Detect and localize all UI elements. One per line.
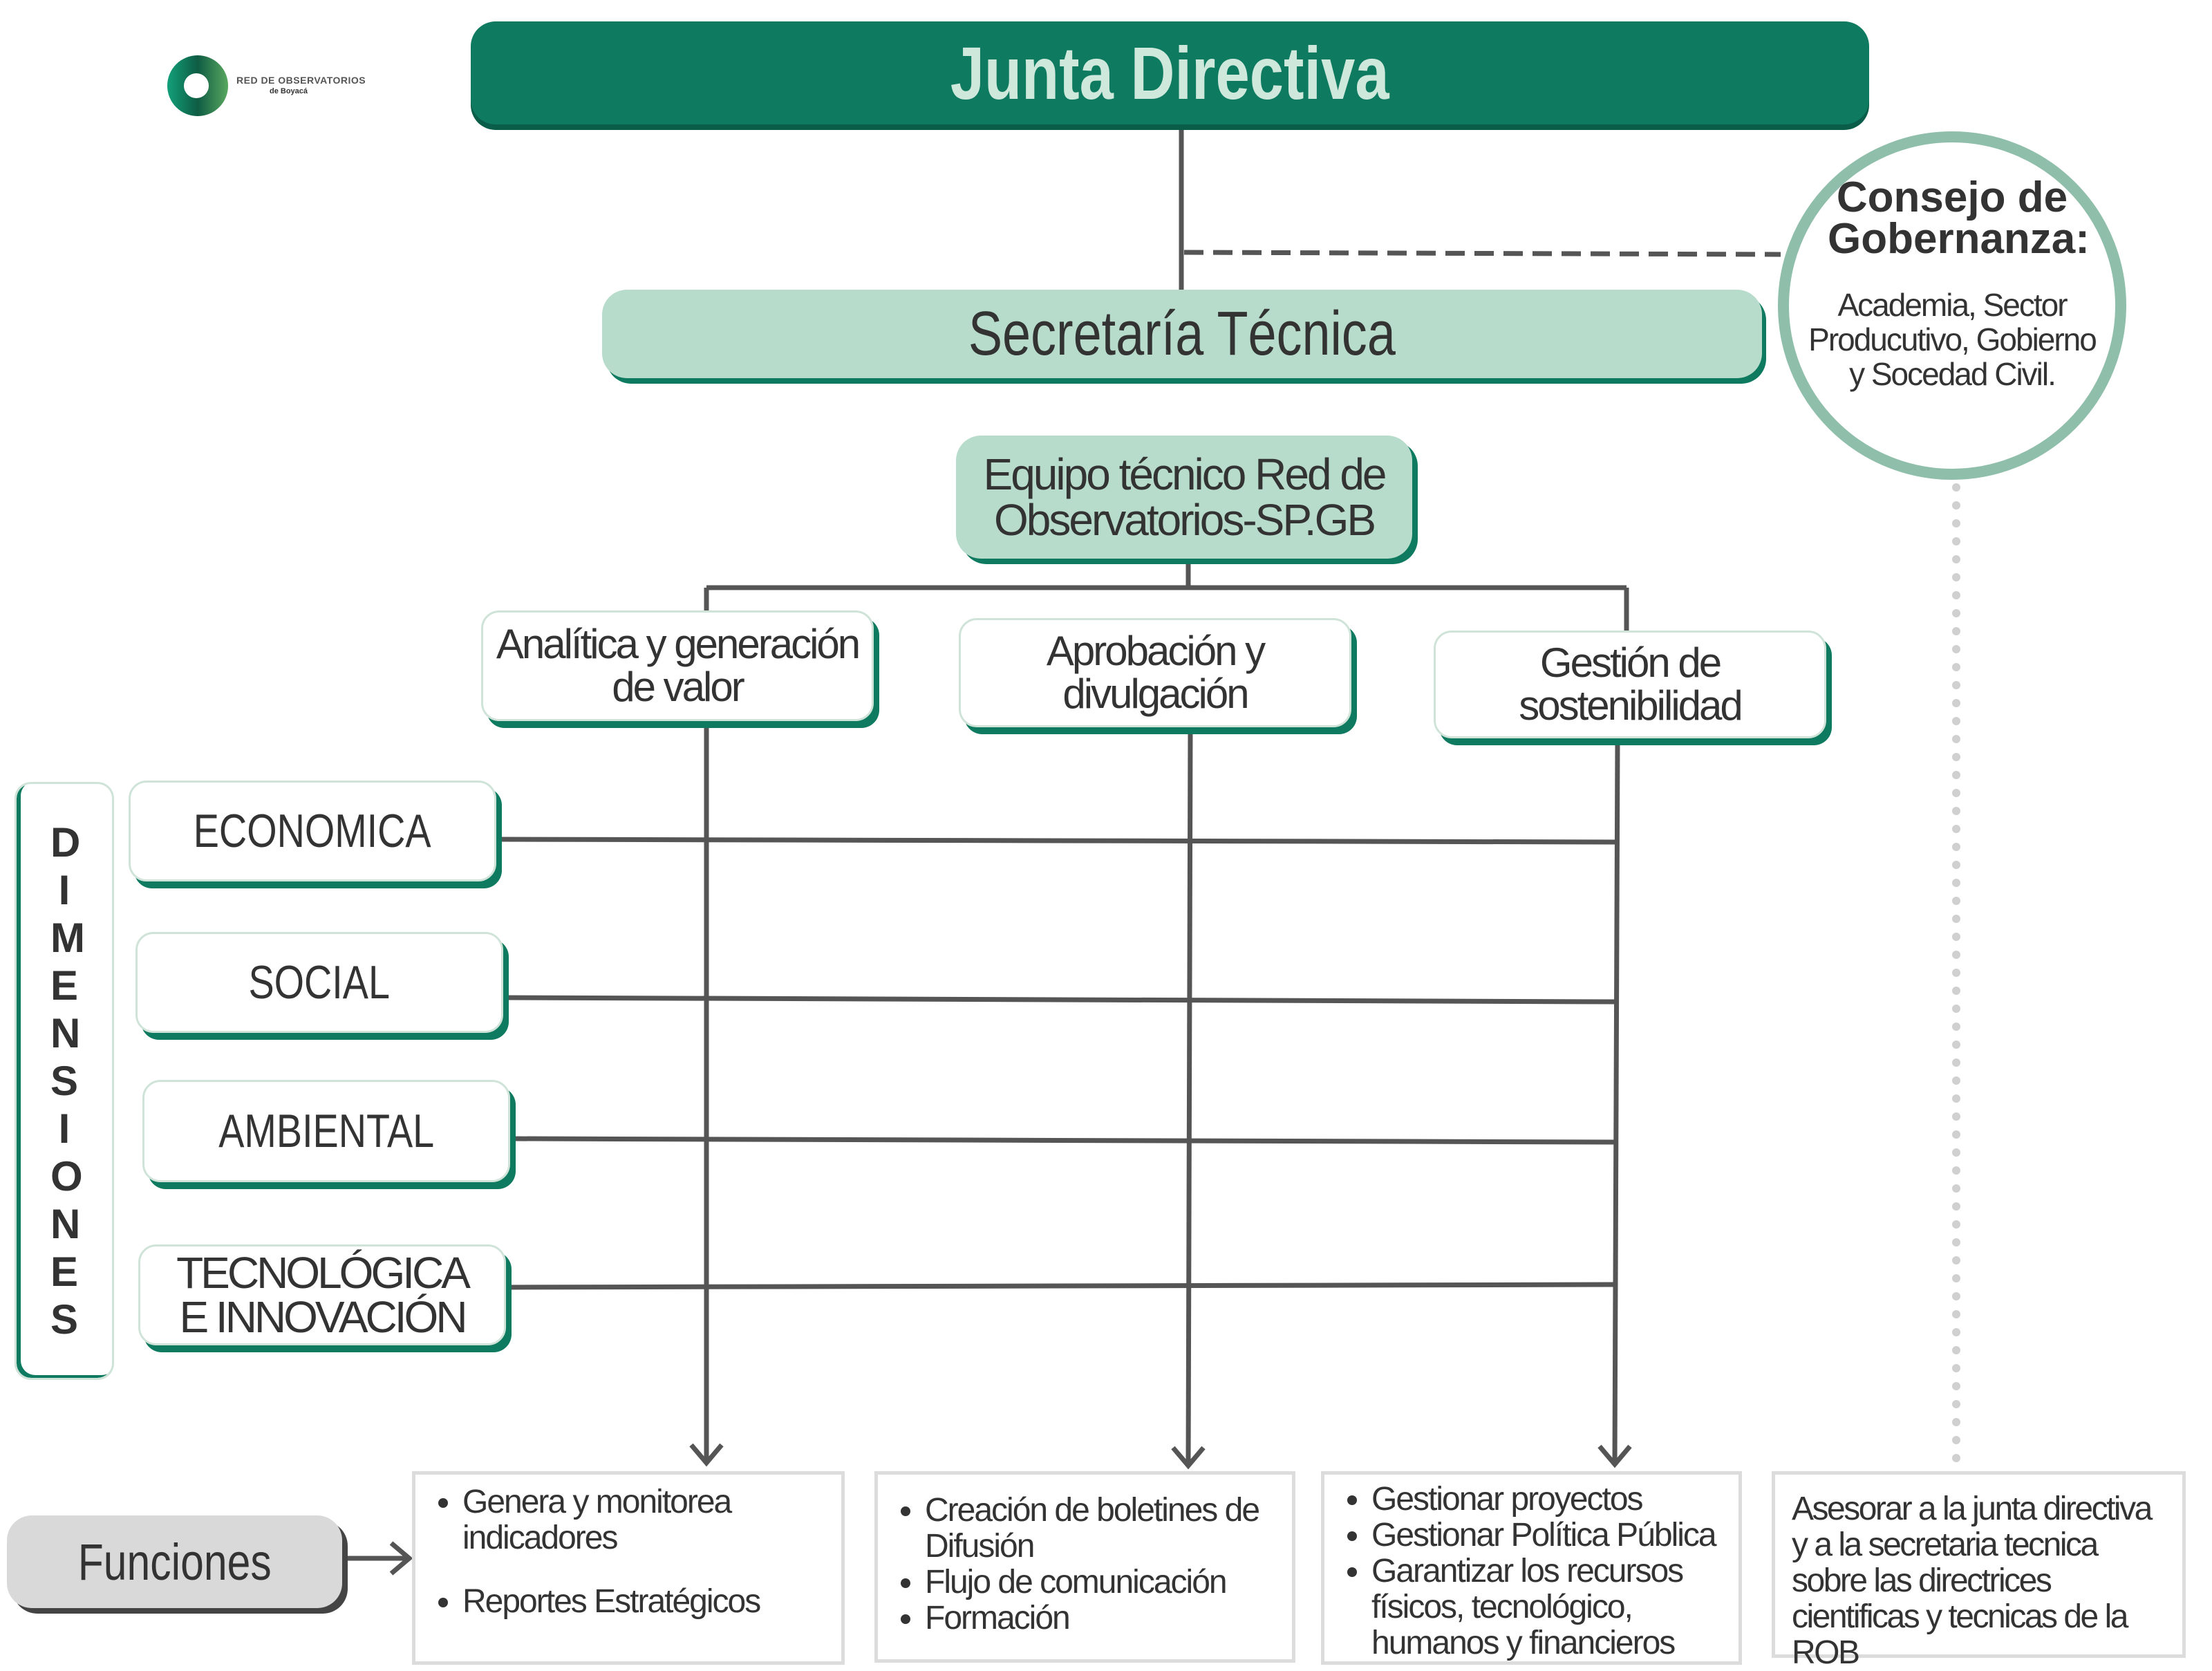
- consejo-gobernanza-circle: Consejo de Gobernanza: Academia, Sector …: [1778, 131, 2126, 480]
- arrow-aprobacion: [1185, 730, 1193, 1466]
- area-label: Aprobación y divulgación: [1046, 628, 1266, 717]
- funciones-label-box: Funciones: [7, 1515, 342, 1608]
- secretaria-tecnica-box: Secretaría Técnica: [602, 290, 1762, 378]
- funciones-label: Funciones: [77, 1533, 272, 1591]
- consejo-title: Consejo de Gobernanza:: [1828, 174, 2090, 263]
- function-item: Gestionar Política Pública: [1371, 1518, 1722, 1553]
- funciones-box-aprobacion: Creación de boletines de DifusiónFlujo d…: [874, 1471, 1295, 1663]
- dimension-line-tecnologica: [509, 1282, 1615, 1290]
- logo-text-line2: de Boyacá: [270, 87, 308, 95]
- junta-directiva-box: Junta Directiva: [471, 21, 1869, 124]
- function-item: Gestionar proyectos: [1371, 1482, 1722, 1518]
- function-item: Reportes Estratégicos: [462, 1584, 825, 1620]
- dimension-line-economica: [498, 837, 1615, 845]
- area-gestion-box: Gestión de sostenibilidad: [1434, 631, 1826, 738]
- logo-ring-icon: [167, 55, 228, 116]
- equipo-tecnico-box: Equipo técnico Red de Observatorios-SP.G…: [956, 436, 1412, 559]
- dimension-label: SOCIAL: [248, 956, 391, 1009]
- function-item: Garantizar los recursos físicos, tecnoló…: [1371, 1553, 1722, 1661]
- dimension-tecnologica: TECNOLÓGICA E INNOVACIÓN: [138, 1244, 506, 1345]
- dimension-line-social: [506, 995, 1615, 1005]
- logo: RED DE OBSERVATORIOS de Boyacá: [166, 54, 366, 118]
- logo-text-line1: RED DE OBSERVATORIOS: [236, 75, 366, 86]
- dimension-social: SOCIAL: [135, 932, 503, 1033]
- dimensiones-label: DIMENSIONES: [50, 819, 85, 1343]
- funciones-box-analitica: Genera y monitorea indicadoresReportes E…: [412, 1471, 845, 1665]
- area-analitica-box: Analítica y generación de valor: [481, 610, 874, 721]
- function-item: Genera y monitorea indicadores: [462, 1484, 825, 1556]
- funciones-box-gestion: Gestionar proyectosGestionar Política Pú…: [1321, 1471, 1742, 1665]
- equipo-title: Equipo técnico Red de Observatorios-SP.G…: [983, 449, 1387, 545]
- dimensiones-label-box: DIMENSIONES: [15, 782, 114, 1380]
- function-item: Flujo de comunicación: [925, 1565, 1275, 1600]
- junta-directiva-title: Junta Directiva: [950, 31, 1389, 115]
- secretaria-title: Secretaría Técnica: [968, 299, 1396, 368]
- dimension-label: AMBIENTAL: [218, 1105, 434, 1157]
- area-label: Analítica y generación de valor: [496, 621, 861, 710]
- area-aprobacion-box: Aprobación y divulgación: [959, 618, 1351, 727]
- consejo-dashed-line: [1183, 250, 1781, 257]
- function-item: Formación: [925, 1600, 1275, 1636]
- dimension-label: TECNOLÓGICA E INNOVACIÓN: [176, 1248, 471, 1342]
- dimension-economica: ECONOMICA: [129, 781, 496, 881]
- function-item: Creación de boletines de Difusión: [925, 1493, 1275, 1565]
- consejo-body: Academia, Sector Producutivo, Gobierno y…: [1808, 287, 2097, 392]
- area-label: Gestión de sostenibilidad: [1519, 640, 1743, 729]
- function-text: Asesorar a la junta directiva y a la sec…: [1792, 1491, 2153, 1671]
- dimension-line-ambiental: [513, 1136, 1615, 1145]
- arrow-gestion: [1612, 741, 1620, 1465]
- funciones-box-consejo: Asesorar a la junta directiva y a la sec…: [1772, 1471, 2186, 1671]
- dimension-label: ECONOMICA: [194, 805, 431, 857]
- dimension-ambiental: AMBIENTAL: [142, 1080, 510, 1182]
